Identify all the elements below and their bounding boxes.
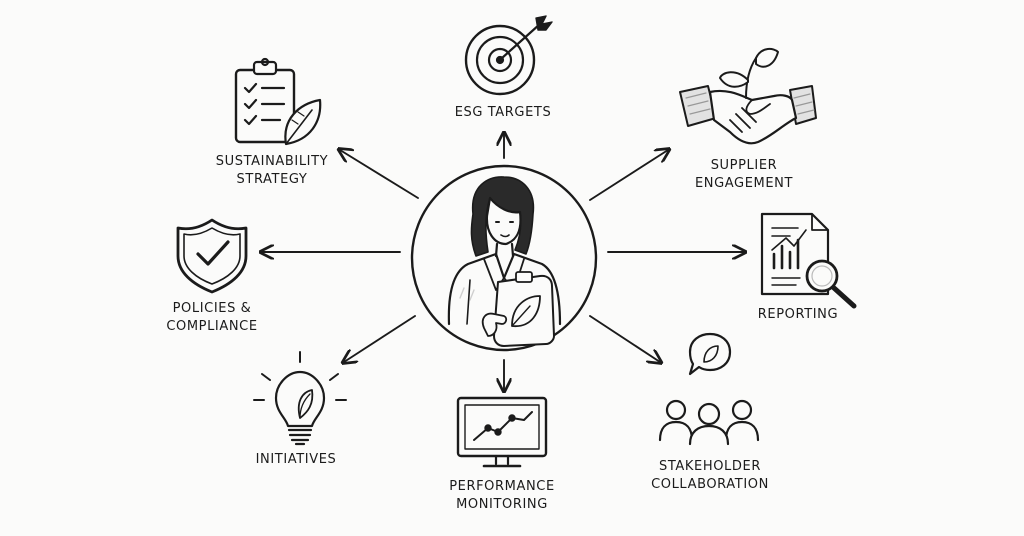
people-group-icon [658,332,760,446]
center-circle [410,164,598,352]
label-performance-monitoring-line1: PERFORMANCE [449,479,555,494]
label-stakeholder-collaboration: STAKEHOLDER COLLABORATION [646,458,774,494]
label-esg-targets: ESG TARGETS [438,104,568,122]
arrow-sustainability-strategy [340,150,419,199]
label-stakeholder-collaboration-line2: COLLABORATION [651,477,769,492]
report-magnifier-icon [760,212,857,309]
center-hub [410,164,598,352]
arrow-initiatives [344,315,416,362]
label-policies-compliance: POLICIES & COMPLIANCE [154,300,270,336]
label-performance-monitoring-line2: MONITORING [456,497,548,512]
label-reporting-line1: REPORTING [757,307,839,322]
label-sustainability-strategy-line2: STRATEGY [236,172,308,187]
connector-arrows [262,134,744,390]
monitor-chart-icon [456,396,548,468]
label-policies-compliance-line2: COMPLIANCE [166,319,258,334]
clipboard-checklist-icon [234,57,322,146]
label-performance-monitoring: PERFORMANCE MONITORING [440,478,564,514]
label-supplier-engagement: SUPPLIER ENGAGEMENT [684,157,804,193]
label-supplier-engagement-line2: ENGAGEMENT [694,176,794,191]
label-esg-targets-line1: ESG TARGETS [454,105,552,120]
label-initiatives: INITIATIVES [240,451,352,469]
person-icon [447,176,562,347]
label-supplier-engagement-line1: SUPPLIER [710,158,778,173]
target-icon [464,15,553,96]
arrow-supplier-engagement [589,150,668,201]
label-policies-compliance-line1: POLICIES & [172,301,252,316]
label-sustainability-strategy-line1: SUSTAINABILITY [215,154,329,169]
clipboard-leaf-icon [511,295,541,327]
label-initiatives-line1: INITIATIVES [255,452,337,467]
label-sustainability-strategy: SUSTAINABILITY STRATEGY [202,153,342,189]
handshake-icon [679,47,817,145]
label-stakeholder-collaboration-line1: STAKEHOLDER [659,459,761,474]
shield-check-icon [176,218,248,294]
lightbulb-leaf-icon [253,351,347,446]
arrow-stakeholder-collaboration [589,315,660,362]
label-reporting: REPORTING [746,306,850,324]
